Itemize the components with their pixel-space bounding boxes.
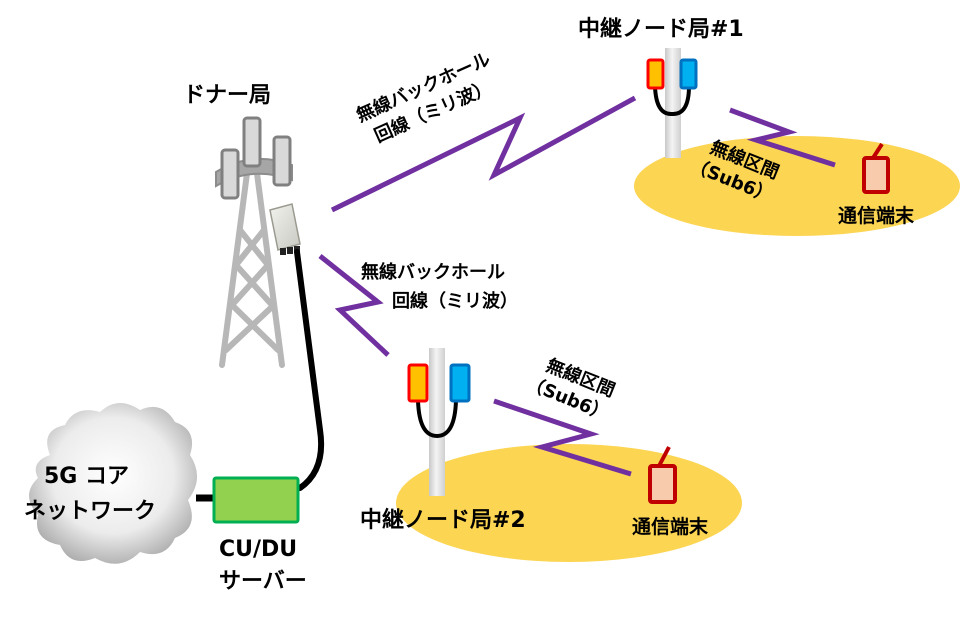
- coverage-area-relay2: [396, 444, 742, 562]
- access-link-1: [729, 107, 836, 168]
- terminal2-label: 通信端末: [632, 515, 709, 538]
- server-label-line1: CU/DU: [219, 537, 297, 562]
- backhaul-link-2: [318, 254, 390, 357]
- server-label-line2: サーバー: [219, 569, 307, 594]
- mobile-terminal-icon: [648, 446, 677, 504]
- mobile-terminal-icon: [862, 142, 890, 194]
- backhaul-link-1: [330, 95, 637, 213]
- relay2-label: 中継ノード局#2: [360, 507, 526, 533]
- relay-pole-icon: [407, 348, 471, 496]
- donor-label: ドナー局: [183, 83, 271, 108]
- access-link-2: [493, 398, 632, 477]
- cloud-icon: [29, 402, 198, 564]
- radio-unit-icon: [269, 203, 301, 255]
- cell-tower-icon: [215, 116, 293, 368]
- relay-pole-icon: [646, 48, 698, 158]
- backhaul2-label-line2: 回線（ミリ波）: [392, 290, 518, 312]
- terminal1-label: 通信端末: [838, 204, 915, 227]
- server-box-icon: [212, 476, 300, 524]
- core-label-line1: 5G コア: [44, 464, 129, 489]
- fiber-cable: [294, 249, 325, 491]
- core-label-line2: ネットワーク: [24, 499, 156, 524]
- backhaul2-label-line1: 無線バックホール: [361, 261, 505, 283]
- relay1-label: 中継ノード局#1: [578, 16, 744, 42]
